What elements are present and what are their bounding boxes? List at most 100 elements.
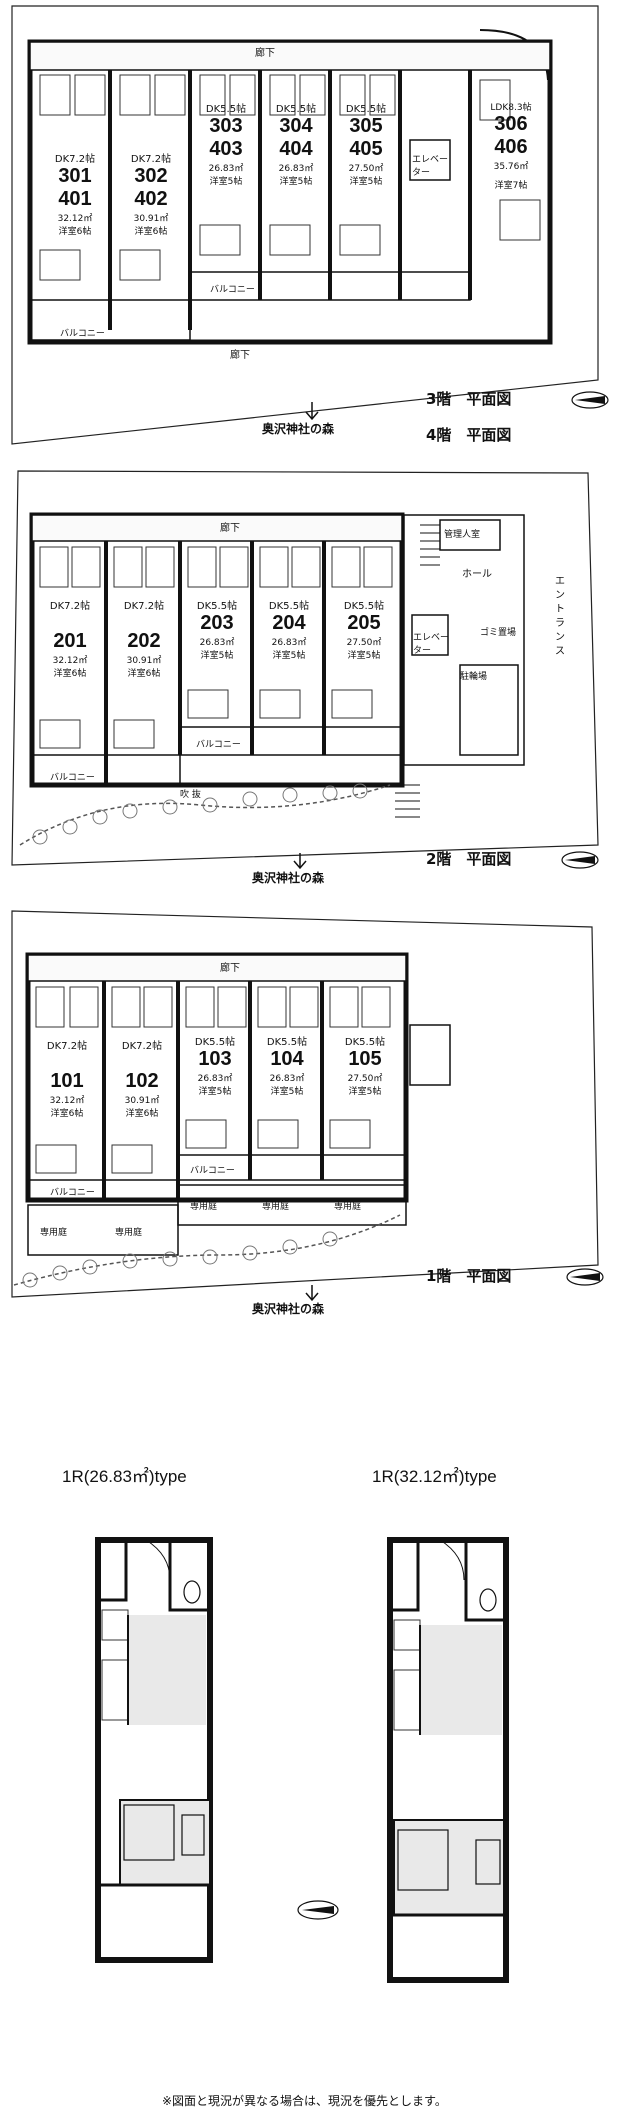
manager-room-label: 管理人室 (444, 530, 481, 540)
western-room-size: 洋室7帖 (494, 181, 528, 191)
private-garden-label: 専用庭 (334, 1202, 362, 1212)
entrance-label: エントランス (555, 576, 565, 657)
unit-101: DK7.2帖 101 32.12㎡ 洋室6帖 (30, 1037, 104, 1119)
private-garden-label: 専用庭 (115, 1228, 143, 1238)
room-number: 404 (279, 138, 313, 160)
room-number: 406 (494, 136, 528, 158)
unit-103: DK5.5帖 103 26.83㎡ 洋室5帖 (180, 1033, 250, 1097)
dk-size: DK5.5帖 (275, 104, 317, 115)
room-number: 303 (209, 115, 243, 137)
balcony-label: バルコニー (50, 773, 95, 783)
corridor-top-label: 廊下 (255, 48, 275, 59)
corridor-top-label: 廊下 (220, 963, 240, 974)
room-number: 201 (53, 630, 87, 652)
floor-caption-1: 1階 平面図 (426, 1267, 512, 1285)
corridor-bottom-label: 廊下 (230, 350, 250, 361)
room-area: 27.50㎡ (347, 1074, 383, 1084)
room-area: 26.83㎡ (278, 164, 314, 174)
dk-size: DK5.5帖 (194, 1037, 236, 1048)
unit-302-402: DK7.2帖 302 402 30.91㎡ 洋室6帖 (112, 150, 190, 237)
western-room-size: 洋室6帖 (53, 669, 87, 679)
room-area: 32.12㎡ (52, 656, 88, 666)
room-number: 302 (134, 165, 168, 187)
western-room-size: 洋室5帖 (200, 651, 234, 661)
unit-102: DK7.2帖 102 30.91㎡ 洋室6帖 (106, 1037, 178, 1119)
dk-size: DK5.5帖 (268, 601, 310, 612)
western-room-size: 洋室5帖 (270, 1087, 304, 1097)
western-room-size: 洋室6帖 (58, 227, 92, 237)
unit-301-401: DK7.2帖 301 401 32.12㎡ 洋室6帖 (40, 150, 110, 237)
forest-label: 奥沢神社の森 (252, 1302, 325, 1316)
floor-plan-2: 廊下 管理人室 ホール エレベーター ゴミ置場 駐輪場 エントランス 吹 抜 D… (0, 465, 640, 895)
room-number: 205 (347, 612, 381, 634)
private-garden-label: 専用庭 (40, 1228, 68, 1238)
room-number: 304 (279, 115, 313, 137)
room-area: 30.91㎡ (133, 214, 169, 224)
room-number: 301 (58, 165, 92, 187)
forest-label: 奥沢神社の森 (252, 871, 325, 885)
type-plan-32 (387, 1537, 509, 1983)
dk-size: DK7.2帖 (123, 601, 165, 612)
western-room-size: 洋室5帖 (348, 1087, 382, 1097)
western-room-size: 洋室5帖 (347, 651, 381, 661)
floor-caption-4: 4階 平面図 (426, 426, 512, 444)
room-number: 202 (127, 630, 161, 652)
western-room-size: 洋室5帖 (198, 1087, 232, 1097)
western-room-size: 洋室6帖 (50, 1109, 84, 1119)
corridor-top-label: 廊下 (220, 523, 240, 534)
balcony-label: バルコニー (210, 285, 255, 295)
dk-size: LDK8.3帖 (490, 103, 532, 113)
room-number: 306 (494, 113, 528, 135)
unit-204: DK5.5帖 204 26.83㎡ 洋室5帖 (254, 597, 324, 661)
room-number: 405 (349, 138, 383, 160)
unit-202: DK7.2帖 202 30.91㎡ 洋室6帖 (108, 597, 180, 679)
dk-size: DK5.5帖 (343, 601, 385, 612)
unit-201: DK7.2帖 201 32.12㎡ 洋室6帖 (34, 597, 106, 679)
private-garden-label: 専用庭 (190, 1202, 218, 1212)
room-number: 403 (209, 138, 243, 160)
western-room-size: 洋室6帖 (127, 669, 161, 679)
dk-size: DK7.2帖 (46, 1041, 88, 1052)
room-number: 402 (134, 188, 168, 210)
type-title-left: 1R(26.83㎡)type (62, 1467, 187, 1486)
bike-parking-label: 駐輪場 (460, 672, 488, 682)
unit-305-405: DK5.5帖 305 405 27.50㎡ 洋室5帖 (332, 100, 400, 187)
floor-plan-3-4: 廊下 廊下 エレベーター DK7.2帖 301 401 32.12㎡ 洋室6帖 … (0, 0, 640, 460)
western-room-size: 洋室5帖 (272, 651, 306, 661)
unit-105: DK5.5帖 105 27.50㎡ 洋室5帖 (324, 1033, 406, 1097)
unit-306-406: LDK8.3帖 306 406 35.76㎡ 洋室7帖 (472, 100, 550, 191)
room-area: 27.50㎡ (348, 164, 384, 174)
balcony-label: バルコニー (196, 740, 241, 750)
void-label: 吹 抜 (180, 790, 201, 800)
room-area: 26.83㎡ (208, 164, 244, 174)
dk-size: DK7.2帖 (121, 1041, 163, 1052)
private-garden-label: 専用庭 (262, 1202, 290, 1212)
room-area: 26.83㎡ (199, 638, 235, 648)
dk-size: DK5.5帖 (344, 1037, 386, 1048)
floor-plan-1: 廊下 DK7.2帖 101 32.12㎡ 洋室6帖 DK7.2帖 102 30.… (0, 905, 640, 1335)
room-area: 30.91㎡ (126, 656, 162, 666)
hall-label: ホール (462, 569, 492, 580)
floor-plan-1-drawing (11, 910, 604, 1302)
room-area: 32.12㎡ (49, 1096, 85, 1106)
unit-104: DK5.5帖 104 26.83㎡ 洋室5帖 (252, 1033, 322, 1097)
unit-203: DK5.5帖 203 26.83㎡ 洋室5帖 (182, 597, 252, 661)
room-number: 105 (348, 1048, 382, 1070)
room-number: 203 (200, 612, 234, 634)
dk-size: DK5.5帖 (345, 104, 387, 115)
room-area: 30.91㎡ (124, 1096, 160, 1106)
room-number: 101 (50, 1070, 84, 1092)
dk-size: DK7.2帖 (130, 154, 172, 165)
dk-size: DK5.5帖 (205, 104, 247, 115)
type-plan-26 (95, 1537, 213, 1963)
disclaimer-note: ※図面と現況が異なる場合は、現況を優先とします。 (162, 2094, 447, 2108)
western-room-size: 洋室5帖 (279, 177, 313, 187)
room-number: 103 (198, 1048, 232, 1070)
room-number: 305 (349, 115, 383, 137)
room-area: 26.83㎡ (197, 1074, 233, 1084)
unit-type-plans (95, 1537, 509, 1983)
floor-plan-3-4-drawing (11, 5, 609, 445)
western-room-size: 洋室6帖 (134, 227, 168, 237)
room-number: 401 (58, 188, 92, 210)
forest-label: 奥沢神社の森 (262, 422, 335, 436)
